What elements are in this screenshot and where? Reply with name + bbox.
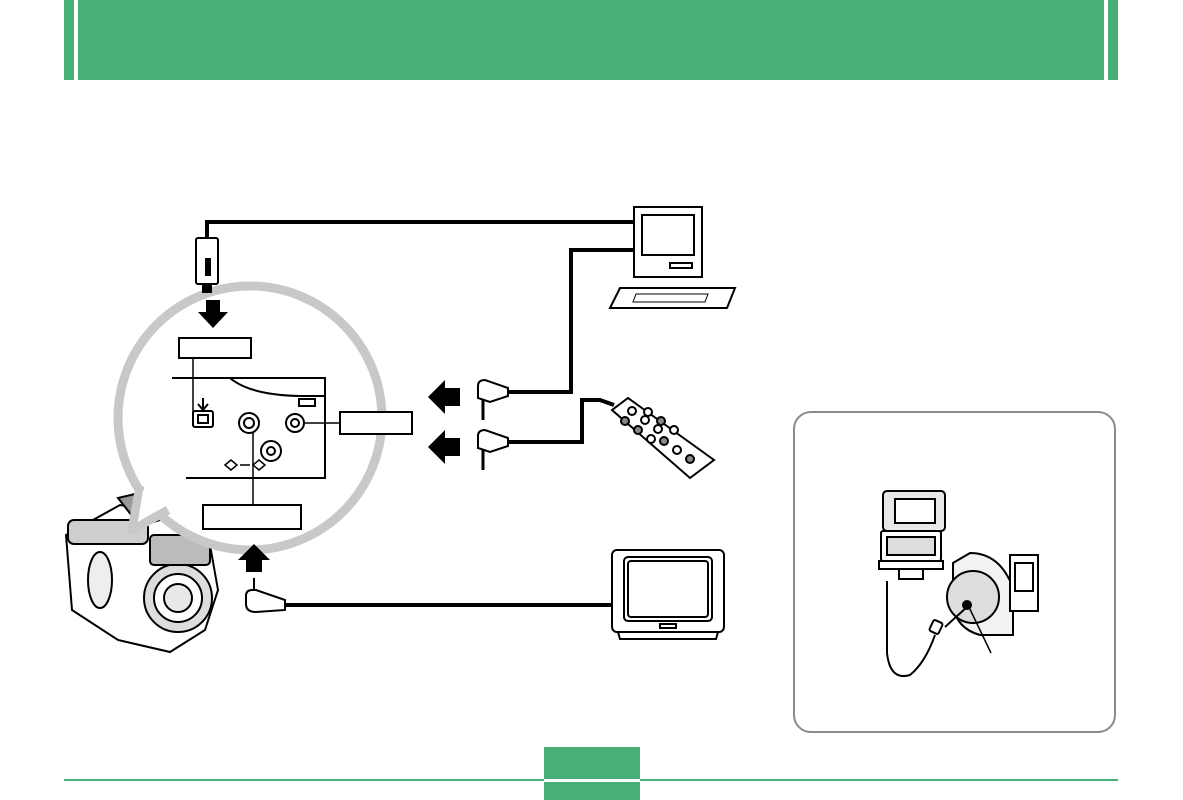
arrow-up-icon xyxy=(238,544,270,572)
mini-plug-icon xyxy=(477,378,509,470)
remote-port-label xyxy=(339,411,413,435)
computer-icon xyxy=(608,206,737,309)
leader-lines xyxy=(192,358,340,505)
arrow-left-icon xyxy=(428,430,460,464)
header-bar xyxy=(64,0,1118,80)
zoom-pointer-fill xyxy=(138,490,163,522)
page-tab-gap xyxy=(544,779,640,782)
external-flash-icon xyxy=(878,490,1039,677)
usb-plug-icon xyxy=(195,220,634,293)
tv-icon xyxy=(611,549,725,640)
remote-control-icon xyxy=(508,396,716,480)
arrow-left-icon xyxy=(428,380,460,414)
page-tab xyxy=(544,747,640,800)
connector-panel xyxy=(172,377,326,479)
video-out-port-label xyxy=(202,504,302,530)
header-stripe-left xyxy=(74,0,78,80)
usb-arrow-icon xyxy=(198,300,228,328)
computer-cable xyxy=(508,248,634,394)
header-stripe-right xyxy=(1104,0,1108,80)
usb-port-label xyxy=(178,337,252,359)
inset-panel xyxy=(793,411,1116,733)
video-plug-icon xyxy=(245,578,612,614)
